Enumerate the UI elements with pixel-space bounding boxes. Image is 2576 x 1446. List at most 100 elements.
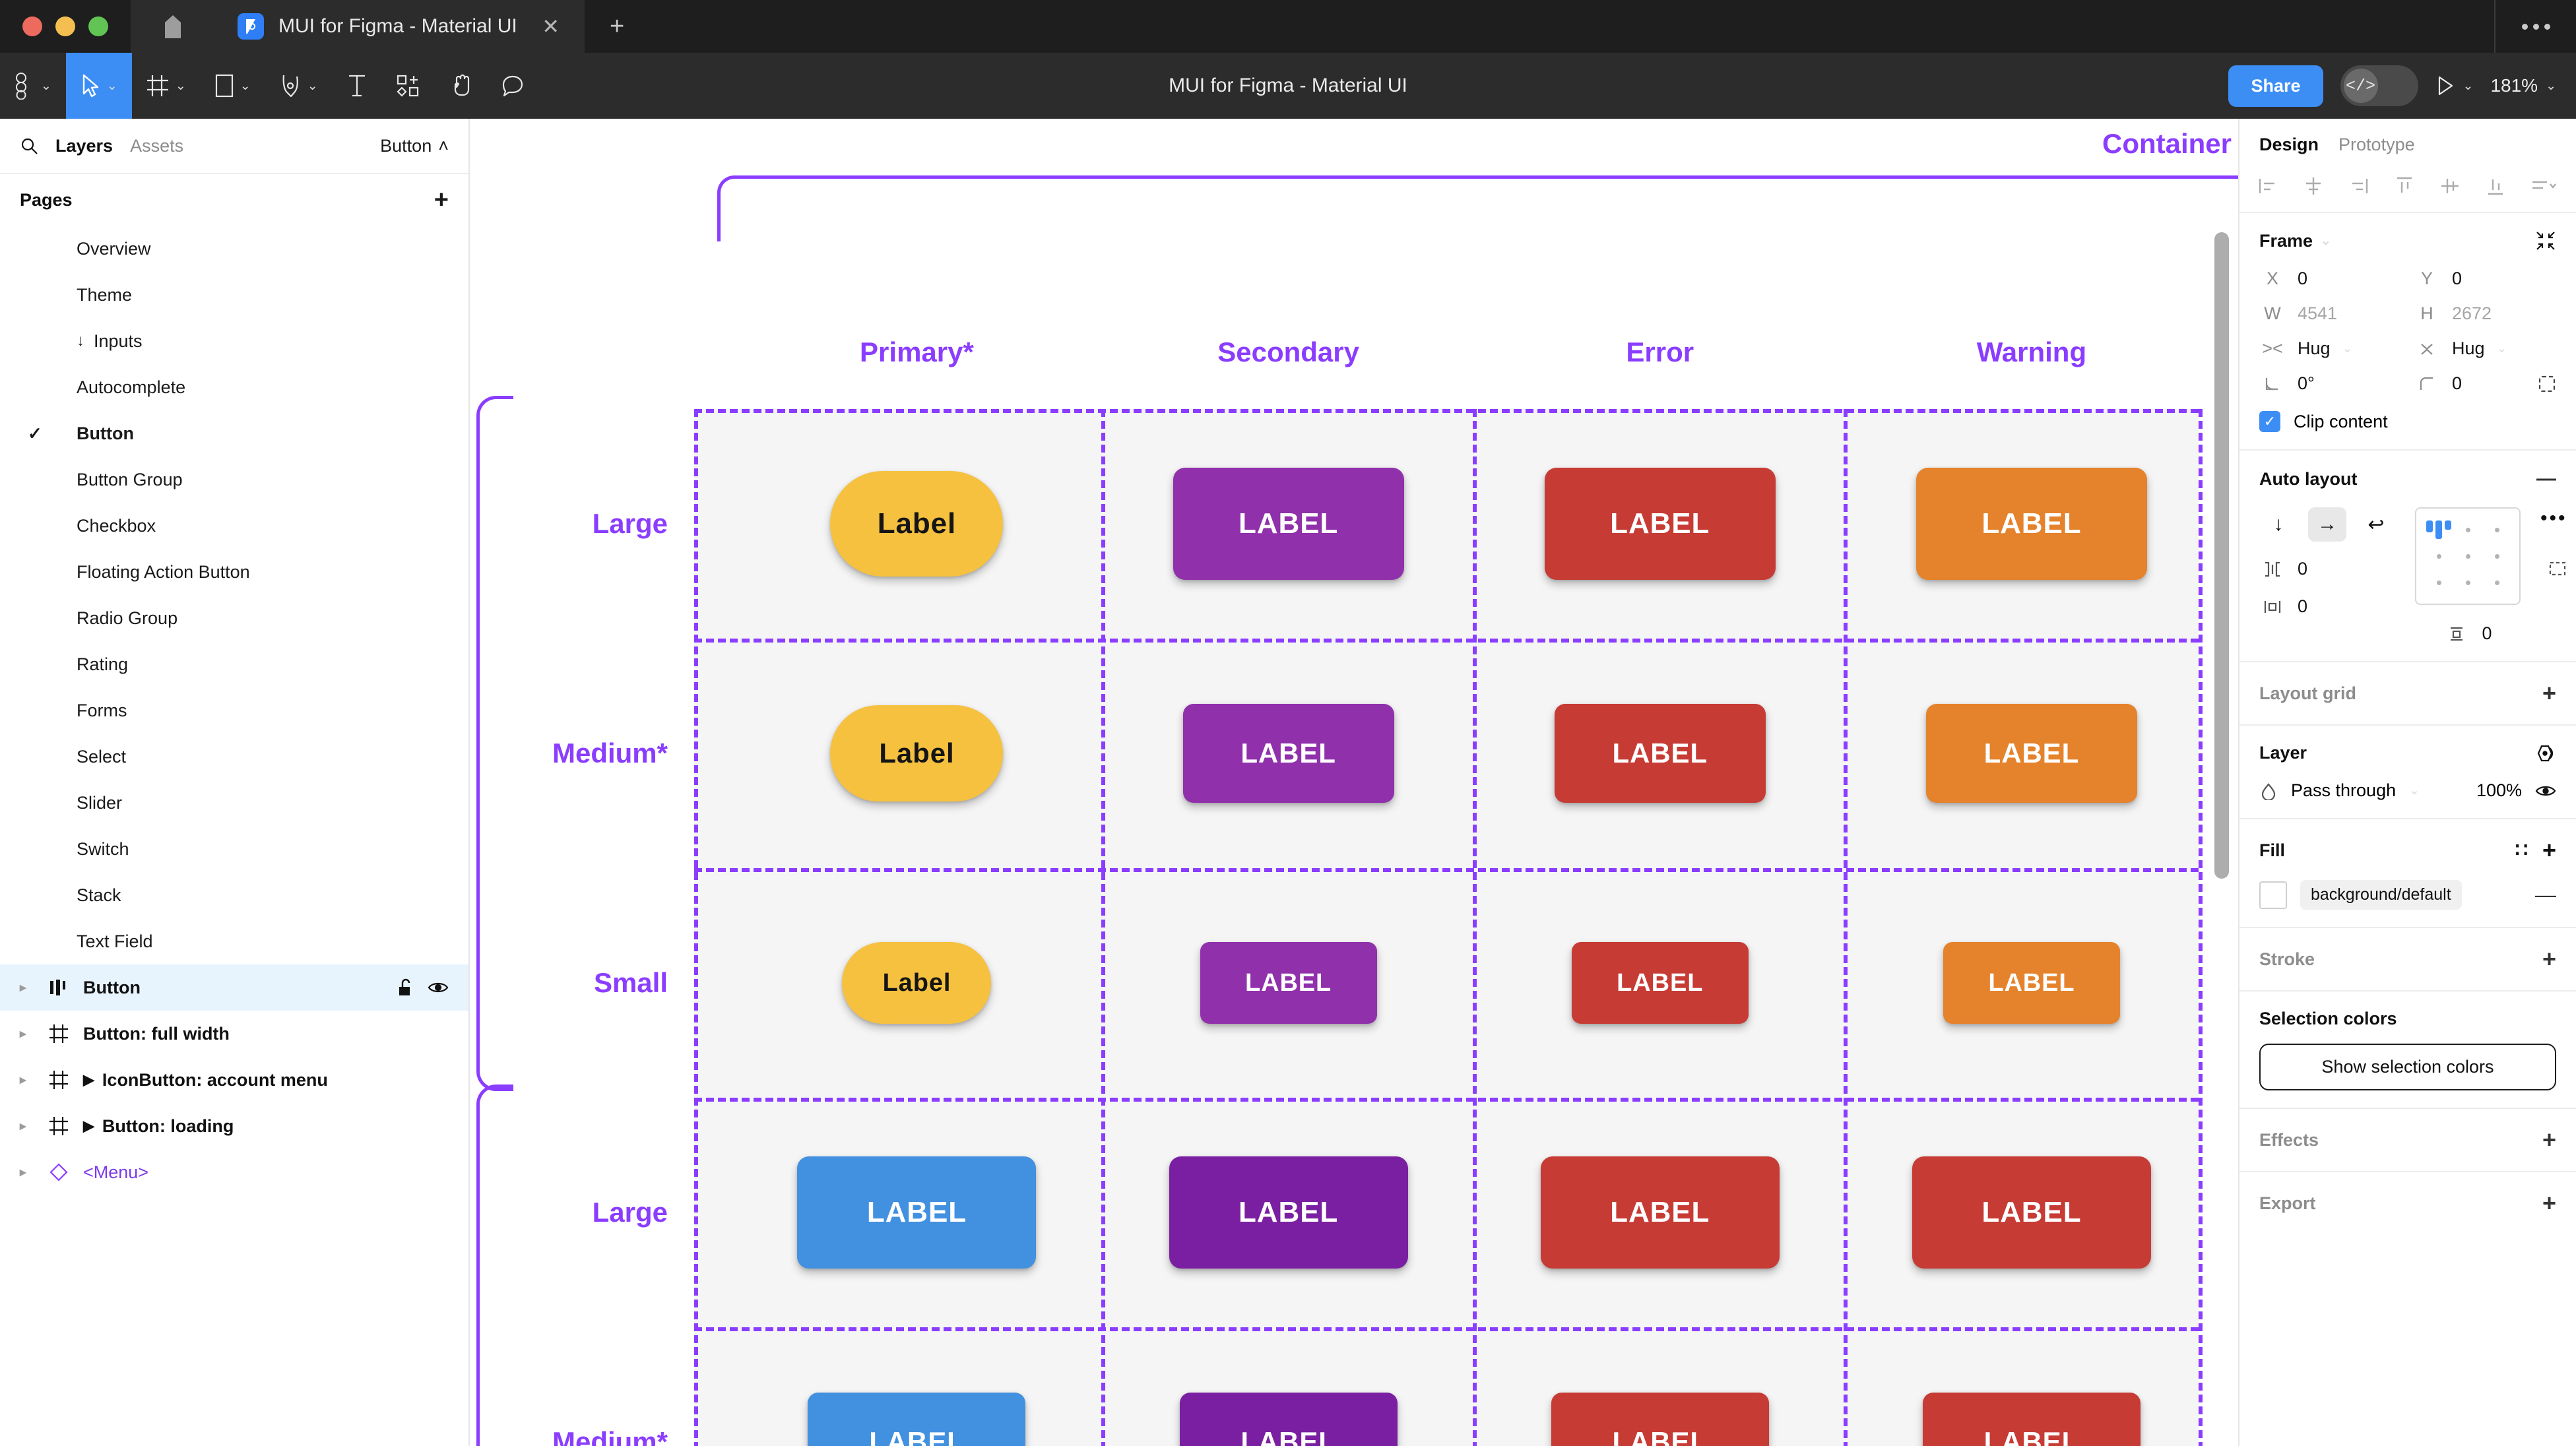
page-item-radio-group[interactable]: Radio Group (0, 595, 468, 641)
tab-assets[interactable]: Assets (130, 135, 184, 156)
demo-button[interactable]: LABEL (1554, 704, 1766, 803)
expand-caret-icon[interactable]: ▸ (20, 980, 26, 995)
demo-button[interactable]: LABEL (1179, 1393, 1398, 1446)
demo-button[interactable]: LABEL (1540, 1156, 1780, 1269)
page-item-button[interactable]: ✓Button (0, 410, 468, 456)
opacity-value[interactable]: 100% (2476, 780, 2522, 800)
close-icon[interactable]: ✕ (542, 15, 560, 38)
clip-content-row[interactable]: ✓ Clip content (2259, 411, 2556, 432)
share-button[interactable]: Share (2228, 65, 2323, 107)
demo-button[interactable]: LABEL (1922, 1393, 2141, 1446)
layer-item[interactable]: ▸▶Button: loading (0, 1103, 468, 1149)
zoom-control[interactable]: 181% ⌄ (2490, 75, 2556, 96)
chevron-down-icon[interactable]: ⌄ (2321, 234, 2331, 248)
fill-token-label[interactable]: background/default (2300, 880, 2462, 910)
inner-expand-icon[interactable]: ▶ (83, 1117, 94, 1134)
show-selection-colors-button[interactable]: Show selection colors (2259, 1044, 2556, 1090)
vertical-resizing-select[interactable]: Hug ⌄ (2414, 338, 2556, 359)
demo-button[interactable]: LABEL (1173, 468, 1404, 580)
demo-button[interactable]: LABEL (1912, 1156, 2151, 1269)
demo-button[interactable]: LABEL (1182, 704, 1394, 803)
demo-button[interactable]: Label (830, 471, 1004, 577)
hand-tool-button[interactable] (437, 53, 487, 119)
auto-layout-alignment-pad[interactable] (2415, 507, 2521, 605)
demo-button[interactable]: Label (830, 705, 1004, 802)
tab-design[interactable]: Design (2259, 135, 2319, 154)
advanced-layout-icon[interactable] (2548, 560, 2567, 577)
page-item-stack[interactable]: Stack (0, 872, 468, 918)
pen-tool-button[interactable]: ⌄ (265, 53, 333, 119)
move-tool-button[interactable]: ⌄ (65, 53, 132, 119)
maximize-window-button[interactable] (88, 16, 108, 36)
fill-color-swatch[interactable] (2259, 881, 2287, 909)
unlock-icon[interactable] (397, 978, 414, 997)
align-vertical-center-icon[interactable] (2439, 175, 2461, 197)
page-item-theme[interactable]: Theme (0, 272, 468, 318)
eye-icon[interactable] (2535, 782, 2556, 800)
blend-mode-value[interactable]: Pass through (2291, 780, 2397, 800)
demo-button[interactable]: LABEL (1169, 1156, 1408, 1269)
page-item-forms[interactable]: Forms (0, 687, 468, 734)
page-item-text-field[interactable]: Text Field (0, 918, 468, 964)
demo-button[interactable]: LABEL (797, 1156, 1037, 1269)
remove-auto-layout-button[interactable]: — (2536, 468, 2556, 489)
shape-tool-button[interactable]: ⌄ (201, 53, 265, 119)
demo-button[interactable]: LABEL (1943, 942, 2120, 1024)
horizontal-padding-field[interactable]: 0 (2259, 596, 2395, 617)
fill-styles-button[interactable]: ∷ (2515, 839, 2528, 862)
demo-button[interactable]: LABEL (1916, 468, 2147, 580)
frame-tool-button[interactable]: ⌄ (132, 53, 201, 119)
new-tab-button[interactable]: + (610, 13, 625, 40)
horizontal-resizing-select[interactable]: >< Hug ⌄ (2259, 338, 2402, 359)
eye-icon[interactable] (428, 979, 449, 996)
expand-caret-icon[interactable]: ▸ (20, 1119, 26, 1133)
align-left-icon[interactable] (2257, 175, 2279, 197)
demo-button[interactable]: LABEL (1551, 1393, 1769, 1446)
page-item-checkbox[interactable]: Checkbox (0, 503, 468, 549)
expand-caret-icon[interactable]: ▸ (20, 1073, 26, 1087)
page-item-floating-action-button[interactable]: Floating Action Button (0, 549, 468, 595)
clip-content-checkbox[interactable]: ✓ (2259, 411, 2280, 432)
close-window-button[interactable] (22, 16, 42, 36)
demo-button[interactable]: LABEL (1925, 704, 2137, 803)
page-item-rating[interactable]: Rating (0, 641, 468, 687)
add-export-button[interactable]: + (2542, 1189, 2556, 1216)
page-selector[interactable]: Button ˄ (380, 136, 449, 156)
page-item-select[interactable]: Select (0, 734, 468, 780)
minimize-window-button[interactable] (55, 16, 75, 36)
rotation-field[interactable]: 0° (2259, 373, 2402, 394)
tab-layers[interactable]: Layers (55, 135, 113, 156)
align-bottom-icon[interactable] (2484, 175, 2507, 197)
expand-caret-icon[interactable]: ▸ (20, 1165, 26, 1179)
x-field[interactable]: X 0 (2259, 268, 2402, 289)
page-item-autocomplete[interactable]: Autocomplete (0, 364, 468, 410)
align-right-icon[interactable] (2348, 175, 2370, 197)
remove-fill-button[interactable]: — (2535, 883, 2556, 906)
add-stroke-button[interactable]: + (2542, 945, 2556, 972)
add-layout-grid-button[interactable]: + (2542, 679, 2556, 707)
auto-layout-more-button[interactable]: ••• (2540, 507, 2567, 529)
layer-item[interactable]: ▸Button: full width (0, 1011, 468, 1057)
vertical-padding-field[interactable]: 0 (2443, 623, 2492, 644)
align-horizontal-center-icon[interactable] (2302, 175, 2325, 197)
page-item-slider[interactable]: Slider (0, 780, 468, 826)
inner-expand-icon[interactable]: ▶ (83, 1071, 94, 1088)
demo-button[interactable]: LABEL (1571, 942, 1749, 1024)
direction-vertical-button[interactable]: ↓ (2273, 513, 2284, 535)
align-top-icon[interactable] (2393, 175, 2416, 197)
page-item-overview[interactable]: Overview (0, 226, 468, 272)
text-tool-button[interactable] (333, 53, 381, 119)
expand-caret-icon[interactable]: ▸ (20, 1026, 26, 1041)
figma-menu-button[interactable]: ⌄ (0, 53, 66, 119)
direction-wrap-button[interactable]: ↩ (2367, 513, 2385, 536)
height-field[interactable]: H 2672 (2414, 303, 2556, 324)
page-item-switch[interactable]: Switch (0, 826, 468, 872)
independent-corners-icon[interactable] (2538, 375, 2556, 393)
page-item-inputs[interactable]: ↓Inputs (0, 318, 468, 364)
browser-tab[interactable]: MUI for Figma - Material UI ✕ (215, 0, 585, 53)
tab-prototype[interactable]: Prototype (2338, 135, 2415, 154)
frame-name-label[interactable]: Container (2102, 128, 2232, 159)
canvas-vertical-scrollbar[interactable] (2214, 232, 2229, 879)
home-button[interactable] (131, 0, 215, 53)
